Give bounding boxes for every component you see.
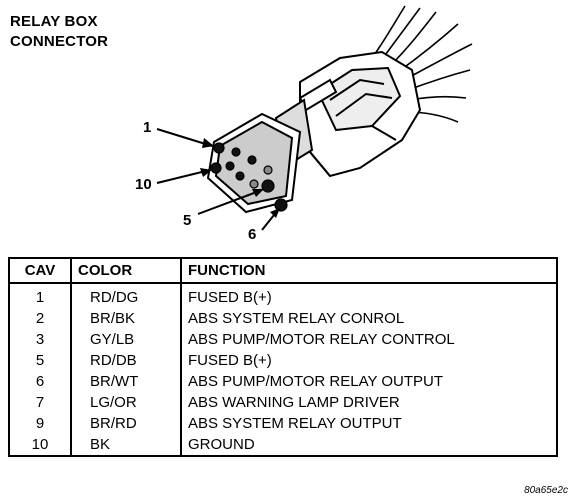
cell-color: BR/RD (70, 413, 181, 434)
cell-cav: 9 (35, 415, 45, 432)
cell-color: BK (70, 434, 181, 456)
cavity-5 (261, 179, 275, 193)
cavity-10 (210, 162, 222, 174)
pinout-table: CAV COLOR FUNCTION 1 RD/DG FUSED B(+) 2 … (8, 257, 558, 457)
diagram-title: RELAY BOX CONNECTOR (10, 12, 108, 52)
cell-color: LG/OR (70, 392, 181, 413)
cell-function: ABS PUMP/MOTOR RELAY OUTPUT (180, 371, 557, 392)
table-row: 3 GY/LB ABS PUMP/MOTOR RELAY CONTROL (9, 329, 557, 350)
table-row: 7 LG/OR ABS WARNING LAMP DRIVER (9, 392, 557, 413)
cell-function: ABS PUMP/MOTOR RELAY CONTROL (180, 329, 557, 350)
cavity-8 (249, 179, 259, 189)
cell-function: ABS WARNING LAMP DRIVER (180, 392, 557, 413)
table-row: 6 BR/WT ABS PUMP/MOTOR RELAY OUTPUT (9, 371, 557, 392)
connector-illustration (156, 5, 473, 231)
cavity-3 (247, 155, 257, 165)
cavity-9 (225, 161, 235, 171)
header-color: COLOR (70, 258, 181, 284)
cell-cav: 6 (35, 373, 45, 390)
cavity-1 (213, 142, 225, 154)
cell-function: FUSED B(+) (180, 350, 557, 371)
cell-cav: 1 (35, 289, 45, 306)
cell-color: BR/BK (70, 308, 181, 329)
cavity-2 (231, 147, 241, 157)
cavity-4 (263, 165, 273, 175)
callout-cavity-5: 5 (183, 212, 192, 229)
table-row: 9 BR/RD ABS SYSTEM RELAY OUTPUT (9, 413, 557, 434)
leader-lines (156, 128, 279, 231)
table-header-row: CAV COLOR FUNCTION (9, 258, 557, 284)
callout-cavity-10: 10 (135, 176, 152, 193)
header-cav: CAV (9, 258, 71, 284)
table-row: 2 BR/BK ABS SYSTEM RELAY CONROL (9, 308, 557, 329)
title-line-2: CONNECTOR (10, 33, 109, 50)
cell-cav: 7 (35, 394, 45, 411)
callout-cavity-6: 6 (248, 226, 257, 243)
cell-cav: 3 (35, 331, 45, 348)
cell-function: GROUND (180, 434, 557, 456)
terminal-cavities (210, 142, 288, 212)
cell-color: GY/LB (70, 329, 181, 350)
cavity-6 (274, 198, 288, 212)
cell-function: FUSED B(+) (180, 283, 557, 308)
cell-cav: 5 (35, 352, 45, 369)
leader-arrowheads (200, 138, 280, 218)
cell-color: RD/DB (70, 350, 181, 371)
table-row: 5 RD/DB FUSED B(+) (9, 350, 557, 371)
table-row: 1 RD/DG FUSED B(+) (9, 283, 557, 308)
cell-cav: 2 (35, 310, 45, 327)
cell-function: ABS SYSTEM RELAY OUTPUT (180, 413, 557, 434)
callout-cavity-1: 1 (143, 119, 152, 136)
cell-color: RD/DG (70, 283, 181, 308)
title-line-1: RELAY BOX (10, 13, 98, 30)
header-function: FUNCTION (180, 258, 557, 284)
reference-code: 80a65e2c (524, 485, 568, 496)
cavity-7 (235, 171, 245, 181)
cell-cav: 10 (31, 436, 49, 453)
cell-function: ABS SYSTEM RELAY CONROL (180, 308, 557, 329)
table-row: 10 BK GROUND (9, 434, 557, 456)
connector-housing (299, 50, 422, 178)
cell-color: BR/WT (70, 371, 181, 392)
